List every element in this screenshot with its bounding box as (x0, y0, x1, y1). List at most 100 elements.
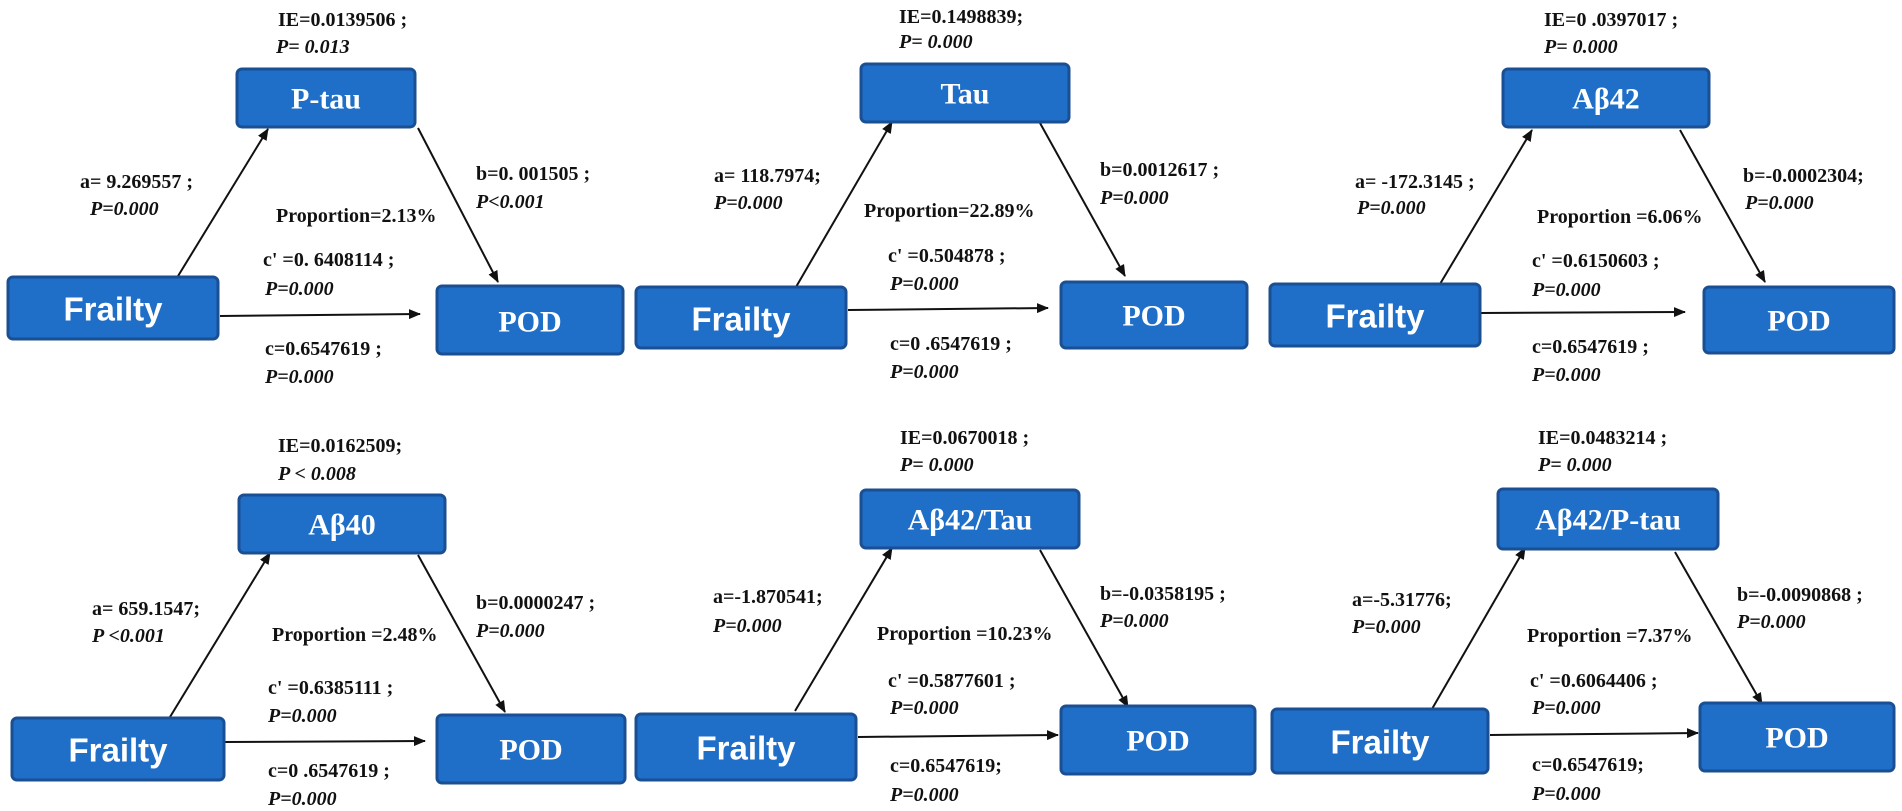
path-b-arrow (1674, 551, 1763, 705)
pod-box: POD (1702, 285, 1896, 355)
pod-box: POD (1059, 704, 1257, 776)
frailty-label: Frailty (691, 301, 791, 338)
indirect-effect-p: P < 0.008 (277, 463, 356, 485)
total-effect: c=0.6547619; (890, 755, 1002, 777)
proportion-mediated: Proportion =10.23% (877, 623, 1052, 645)
path-b-p: P=0.000 (475, 620, 545, 642)
indirect-effect: IE=0.0139506 ; (278, 9, 407, 31)
path-a-arrow (169, 552, 271, 718)
frailty-box: Frailty (6, 275, 220, 341)
total-effect-p: P=0.000 (1531, 783, 1601, 805)
proportion-mediated: Proportion =2.48% (272, 624, 437, 646)
frailty-label: Frailty (63, 291, 163, 328)
pod-label: POD (499, 734, 562, 767)
frailty-box: Frailty (10, 716, 226, 782)
path-c-arrow (1479, 307, 1686, 318)
proportion-mediated: Proportion=2.13% (276, 205, 436, 227)
total-effect: c=0 .6547619 ; (268, 760, 390, 782)
frailty-label: Frailty (1330, 724, 1430, 761)
pod-label: POD (1126, 725, 1189, 758)
path-a-coefficient: a=-5.31776; (1352, 589, 1452, 611)
path-a-coefficient: a=-1.870541; (713, 586, 823, 608)
indirect-effect-p: P= 0.013 (275, 36, 350, 58)
total-effect-p: P=0.000 (889, 784, 959, 806)
path-b-arrow (417, 554, 506, 713)
mediation-panel-ab42: Aβ42 Frailty POD IE=0 .0397017 ; P= 0.00… (1268, 9, 1896, 386)
pod-label: POD (1122, 300, 1185, 333)
path-b-p: P<0.001 (475, 191, 545, 213)
frailty-box: Frailty (1268, 282, 1482, 348)
mediator-label: Tau (941, 78, 990, 111)
frailty-label: Frailty (68, 732, 168, 769)
path-c-arrow (219, 309, 421, 320)
direct-effect: c' =0.504878 ; (888, 245, 1006, 267)
path-b-arrow (1679, 129, 1766, 283)
direct-effect-p: P=0.000 (267, 705, 337, 727)
total-effect-p: P=0.000 (267, 788, 337, 810)
path-b-arrow (1039, 549, 1129, 708)
path-a-arrow (794, 547, 893, 712)
path-b-coefficient: b=0. 001505 ; (476, 163, 590, 185)
mediator-box: Aβ42/Tau (859, 488, 1081, 550)
path-a-p: P <0.001 (91, 625, 165, 647)
path-b-coefficient: b=-0.0002304; (1743, 165, 1864, 187)
path-a-p: P=0.000 (712, 615, 782, 637)
pod-box: POD (435, 284, 625, 356)
path-a-coefficient: a= 9.269557 ; (80, 171, 193, 193)
total-effect: c=0 .6547619 ; (890, 333, 1012, 355)
indirect-effect: IE=0.0670018 ; (900, 427, 1029, 449)
frailty-label: Frailty (696, 730, 796, 767)
frailty-label: Frailty (1325, 298, 1425, 335)
path-b-p: P=0.000 (1099, 610, 1169, 632)
mediation-panel-p-tau: P-tau Frailty POD IE=0.0139506 ; P= 0.01… (6, 9, 625, 388)
path-a-p: P=0.000 (1351, 616, 1421, 638)
mediation-panel-ab42-p-tau: Aβ42/P-tau Frailty POD IE=0.0483214 ; P=… (1270, 427, 1896, 805)
path-b-p: P=0.000 (1744, 192, 1814, 214)
mediator-box: P-tau (235, 67, 417, 129)
indirect-effect: IE=0.1498839; (899, 6, 1023, 28)
total-effect-p: P=0.000 (264, 366, 334, 388)
indirect-effect-p: P= 0.000 (899, 454, 974, 476)
frailty-box: Frailty (634, 285, 848, 350)
path-c-arrow (224, 736, 426, 747)
mediator-label: P-tau (291, 83, 361, 116)
direct-effect-p: P=0.000 (1531, 279, 1601, 301)
path-a-arrow (1431, 547, 1526, 710)
direct-effect-p: P=0.000 (889, 697, 959, 719)
mediator-label: Aβ42/Tau (908, 504, 1033, 537)
path-a-arrow (1439, 129, 1533, 285)
proportion-mediated: Proportion =7.37% (1527, 625, 1692, 647)
total-effect-p: P=0.000 (889, 361, 959, 383)
pod-label: POD (1767, 305, 1830, 338)
direct-effect-p: P=0.000 (264, 278, 334, 300)
path-a-p: P=0.000 (1356, 197, 1426, 219)
path-c-arrow (1489, 728, 1699, 739)
total-effect-p: P=0.000 (1531, 364, 1601, 386)
frailty-box: Frailty (634, 712, 858, 782)
path-a-arrow (795, 121, 893, 288)
direct-effect: c' =0.5877601 ; (888, 670, 1016, 692)
path-a-coefficient: a= 118.7974; (714, 165, 821, 187)
indirect-effect-p: P= 0.000 (1543, 36, 1618, 58)
mediator-label: Aβ42/P-tau (1535, 504, 1681, 537)
mediator-label: Aβ40 (308, 509, 375, 542)
mediator-box: Aβ42/P-tau (1496, 487, 1720, 551)
indirect-effect-p: P= 0.000 (898, 31, 973, 53)
pod-box: POD (1698, 701, 1896, 773)
path-b-p: P=0.000 (1736, 611, 1806, 633)
path-b-arrow (417, 127, 499, 283)
path-a-coefficient: a= -172.3145 ; (1355, 171, 1475, 193)
path-b-p: P=0.000 (1099, 187, 1169, 209)
path-c-arrow (847, 303, 1049, 314)
proportion-mediated: Proportion=22.89% (864, 200, 1034, 222)
indirect-effect: IE=0.0162509; (278, 435, 402, 457)
indirect-effect-p: P= 0.000 (1537, 454, 1612, 476)
path-c-arrow (857, 730, 1059, 741)
direct-effect: c' =0. 6408114 ; (263, 249, 394, 271)
pod-box: POD (1059, 280, 1249, 350)
mediator-box: Aβ40 (237, 493, 447, 555)
path-b-arrow (1039, 122, 1126, 277)
path-b-coefficient: b=-0.0090868 ; (1737, 584, 1863, 606)
path-a-p: P=0.000 (713, 192, 783, 214)
